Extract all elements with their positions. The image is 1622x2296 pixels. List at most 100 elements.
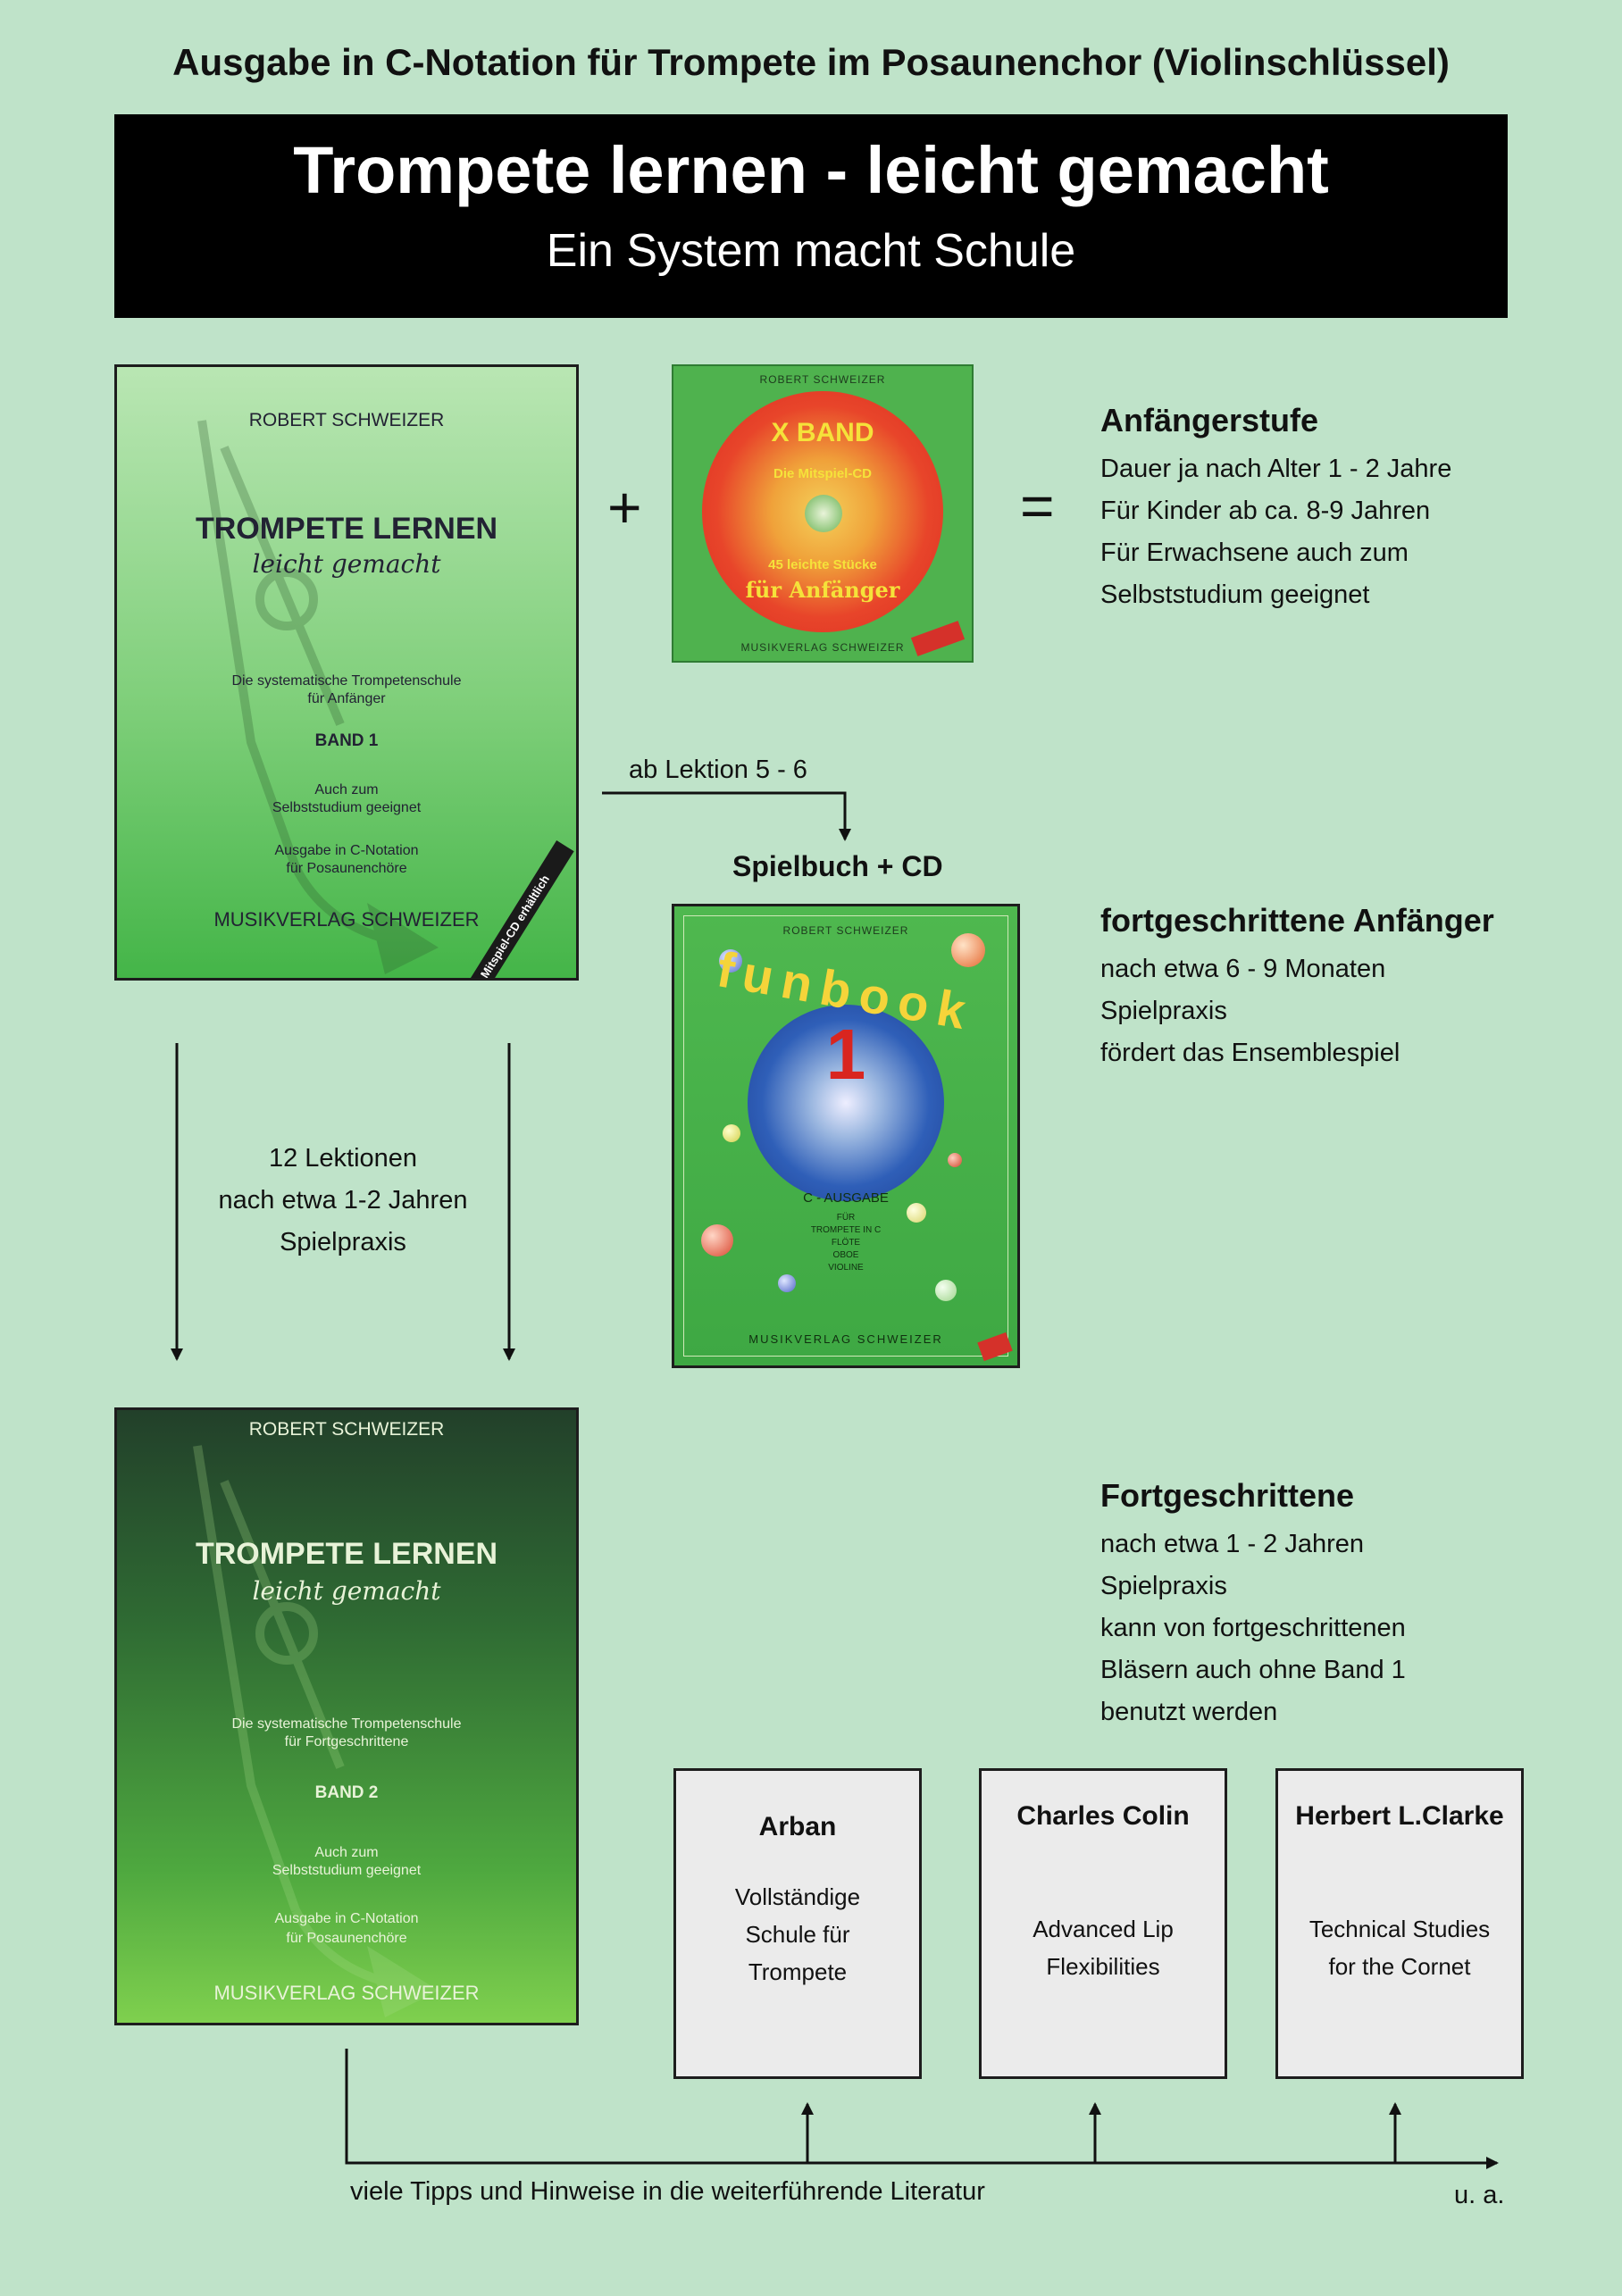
cd-mitspiel: Die Mitspiel-CD [773, 466, 872, 481]
stage-line: nach etwa 1 - 2 Jahren [1100, 1530, 1365, 1558]
stage-line: benutzt werden [1100, 1698, 1278, 1726]
ball-icon [907, 1203, 926, 1223]
literature-line: Advanced Lip [1033, 1916, 1174, 1942]
literature-name: Herbert L.Clarke [1295, 1801, 1504, 1831]
literature-name: Charles Colin [1016, 1801, 1190, 1831]
stage-advanced-beginner: fortgeschrittene Anfänger nach etwa 6 - … [1100, 902, 1494, 1074]
lessons-line: Spielpraxis [280, 1228, 406, 1257]
literature-arban: Arban Vollständige Schule für Trompete [673, 1768, 922, 2079]
literature-name: Arban [758, 1812, 837, 1841]
literature-line: Vollständige [734, 1883, 861, 1910]
stage-advanced: Fortgeschrittene nach etwa 1 - 2 Jahren … [1100, 1477, 1406, 1733]
book-desc-1: Die systematische Trompetenschule [231, 1716, 462, 1732]
banner-subtitle: Ein System macht Schule [546, 225, 1076, 277]
stage-line: fördert das Ensemblespiel [1100, 1039, 1400, 1067]
book-edition-2: für Posaunenchöre [286, 1931, 407, 1946]
lessons-line: 12 Lektionen [268, 1144, 418, 1173]
stage-line: Für Erwachsene auch zum [1100, 539, 1409, 567]
ball-icon [935, 1280, 957, 1301]
stage-line: Spielpraxis [1100, 997, 1227, 1025]
book-author: ROBERT SCHWEIZER [248, 410, 445, 430]
book-publisher: MUSIKVERLAG SCHWEIZER [213, 1982, 480, 2004]
equals-sign: = [1020, 472, 1055, 539]
trumpet-icon [193, 1445, 439, 2017]
literature-line: Schule für [745, 1921, 850, 1948]
ball-icon [951, 933, 985, 967]
top-caption: Ausgabe in C-Notation für Trompete im Po… [172, 41, 1450, 83]
stage-line: Für Kinder ab ca. 8-9 Jahren [1100, 497, 1431, 525]
stage-line: Bläsern auch ohne Band 1 [1100, 1656, 1406, 1684]
funbook-edition: C - AUSGABE [803, 1190, 889, 1206]
book-subtitle: leicht gemacht [252, 1576, 441, 1606]
book-desc-2: für Fortgeschrittene [284, 1734, 409, 1749]
cd-publisher: MUSIKVERLAG SCHWEIZER [740, 641, 905, 654]
mitspiel-cd-cover: ROBERT SCHWEIZER X BAND Die Mitspiel-CD … [672, 364, 974, 663]
ball-icon [948, 1153, 962, 1167]
book-self-2: Selbststudium geeignet [272, 800, 422, 815]
funbook-publisher: MUSIKVERLAG SCHWEIZER [748, 1332, 943, 1346]
literature-line: for the Cornet [1328, 1953, 1471, 1980]
branch-target: Spielbuch + CD [732, 850, 943, 882]
branch-arrow [602, 791, 851, 841]
literature-line: Technical Studies [1308, 1916, 1491, 1942]
book-title: TROMPETE LERNEN [195, 1537, 498, 1571]
book-edition-1: Ausgabe in C-Notation [274, 1911, 419, 1926]
trumpet-icon [197, 420, 439, 974]
book-self-1: Auch zum [314, 782, 379, 797]
stage-line: Dauer ja nach Alter 1 - 2 Jahre [1100, 455, 1452, 483]
book-edition-2: für Posaunenchöre [286, 861, 407, 876]
literature-line: Trompete [748, 1958, 848, 1985]
stage-line: kann von fortgeschrittenen [1100, 1614, 1406, 1642]
footer-timeline [345, 2049, 1499, 2169]
funbook-cover: ROBERT SCHWEIZER funbook 1 C - AUSGABE F… [672, 904, 1020, 1368]
book-title: TROMPETE LERNEN [195, 512, 498, 546]
ball-icon [723, 1124, 740, 1142]
literature-clarke: Herbert L.Clarke Technical Studies for t… [1275, 1768, 1524, 2079]
title-banner: Trompete lernen - leicht gemacht Ein Sys… [114, 114, 1508, 318]
stage-line: nach etwa 6 - 9 Monaten [1100, 955, 1386, 983]
cd-hole [805, 495, 842, 532]
footer-ua: u. a. [1454, 2181, 1505, 2209]
book-subtitle: leicht gemacht [252, 549, 441, 579]
funbook-instrument: TROMPETE IN C [810, 1225, 882, 1235]
stage-line: Spielpraxis [1100, 1572, 1227, 1600]
lessons-note: 12 Lektionen nach etwa 1-2 Jahren Spielp… [177, 1138, 509, 1264]
branch-label: ab Lektion 5 - 6 [629, 756, 807, 784]
book-publisher: MUSIKVERLAG SCHWEIZER [213, 908, 480, 931]
ball-icon [719, 949, 742, 973]
stage-heading: Anfängerstufe [1100, 402, 1319, 438]
literature-line: Flexibilities [1046, 1953, 1160, 1980]
funbook-instrument: VIOLINE [828, 1263, 864, 1273]
book-band: BAND 1 [314, 731, 379, 750]
book-band-1-cover: ROBERT SCHWEIZER TROMPETE LERNEN leicht … [114, 364, 579, 981]
banner-title: Trompete lernen - leicht gemacht [293, 133, 1329, 207]
funbook-author: ROBERT SCHWEIZER [782, 924, 909, 937]
stage-heading: fortgeschrittene Anfänger [1100, 902, 1494, 939]
plus-sign: + [607, 474, 642, 540]
book-self-2: Selbststudium geeignet [272, 1863, 422, 1878]
book-edition-1: Ausgabe in C-Notation [274, 843, 419, 858]
literature-colin: Charles Colin Advanced Lip Flexibilities [979, 1768, 1227, 2079]
funbook-disc-icon [748, 1005, 944, 1201]
book-band-2-cover: ROBERT SCHWEIZER TROMPETE LERNEN leicht … [114, 1407, 579, 2025]
ball-icon [778, 1274, 796, 1292]
funbook-instruments: FÜR TROMPETE IN C FLÖTE OBOE VIOLINE [674, 1212, 1017, 1274]
cd-author: ROBERT SCHWEIZER [759, 373, 886, 386]
stage-line: Selbststudium geeignet [1100, 580, 1370, 609]
book-author: ROBERT SCHWEIZER [248, 1419, 445, 1440]
stage-heading: Fortgeschrittene [1100, 1477, 1355, 1514]
funbook-frame [683, 915, 1008, 1357]
cd-anfaenger: für Anfänger [745, 577, 900, 603]
footer-note: viele Tipps und Hinweise in die weiterfü… [350, 2177, 985, 2206]
ball-icon [701, 1224, 733, 1257]
cd-stuecke: 45 leichte Stücke [768, 557, 877, 572]
funbook-instrument: OBOE [832, 1250, 859, 1260]
book-desc-1: Die systematische Trompetenschule [231, 673, 462, 689]
cd-band: X BAND [771, 418, 874, 447]
funbook-number: 1 [825, 1014, 866, 1094]
book-self-1: Auch zum [314, 1845, 379, 1860]
funbook-instrument: FLÖTE [831, 1238, 861, 1248]
funbook-instrument: FÜR [836, 1213, 856, 1223]
book-desc-2: für Anfänger [307, 691, 386, 706]
